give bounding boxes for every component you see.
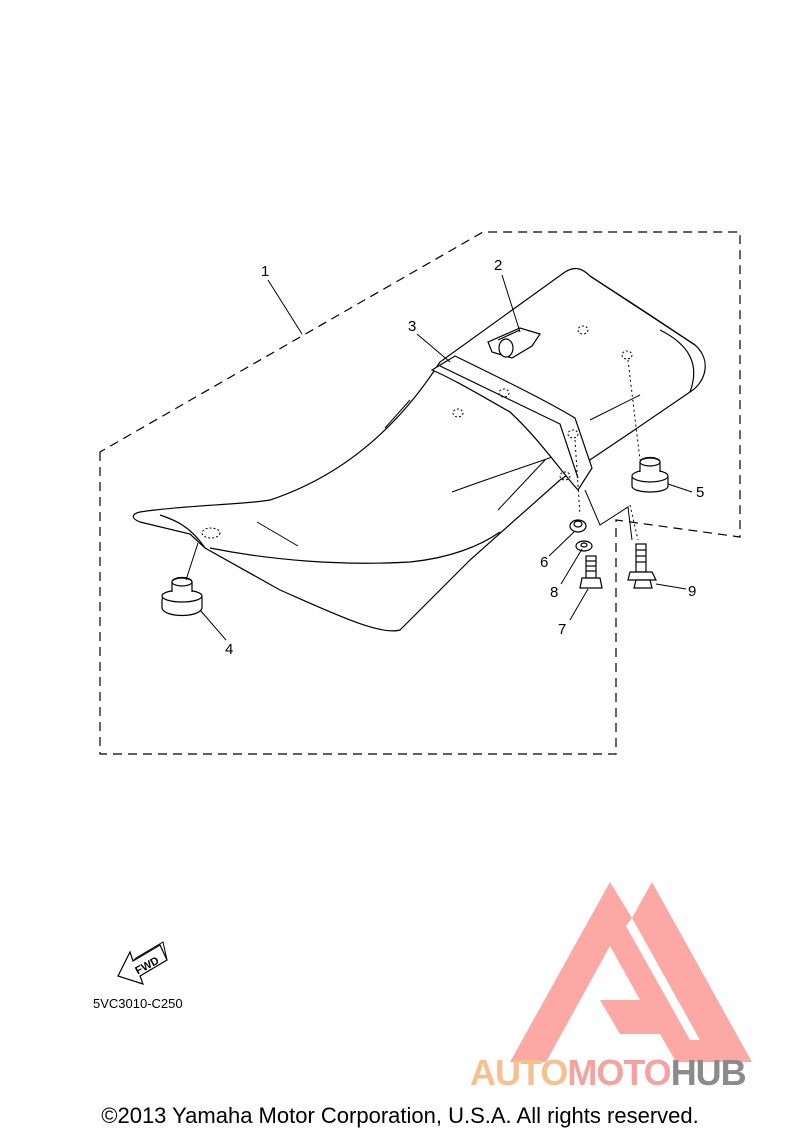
diagram-code: 5VC3010-C250 [93, 996, 183, 1011]
callout-5: 5 [696, 484, 704, 501]
assembly-boundary [99, 231, 741, 755]
leader-lines [185, 274, 693, 641]
seat-surface-lines [256, 394, 641, 547]
watermark-auto: AUTO [470, 1052, 568, 1093]
reference-line [584, 489, 633, 541]
watermark-brand: AUTOMOTOHUB [470, 1053, 800, 1093]
callout-1: 1 [261, 263, 269, 280]
alignment-lines [574, 359, 641, 541]
watermark-moto: MOTO [567, 1052, 671, 1093]
fwd-arrow-icon: FWD [117, 941, 168, 985]
seat [132, 267, 706, 632]
callout-8: 8 [550, 584, 558, 601]
seat-strap [430, 355, 593, 491]
watermark-logo-icon [510, 882, 752, 1062]
mounting-hole-markers [201, 325, 633, 539]
seat-hook [487, 327, 541, 359]
callout-7: 7 [558, 621, 566, 638]
damper-rear [631, 456, 669, 493]
bolt-short [579, 555, 603, 589]
damper-front [161, 576, 203, 617]
callout-2: 2 [494, 257, 502, 274]
copyright-notice: ©2013 Yamaha Motor Corporation, U.S.A. A… [101, 1103, 699, 1128]
collar [569, 519, 587, 533]
callout-3: 3 [408, 318, 416, 335]
callout-4: 4 [225, 641, 233, 658]
bolt-with-washer [627, 543, 657, 589]
callout-9: 9 [688, 583, 696, 600]
washer [575, 540, 593, 552]
watermark-hub: HUB [670, 1052, 747, 1093]
callout-6: 6 [540, 554, 548, 571]
